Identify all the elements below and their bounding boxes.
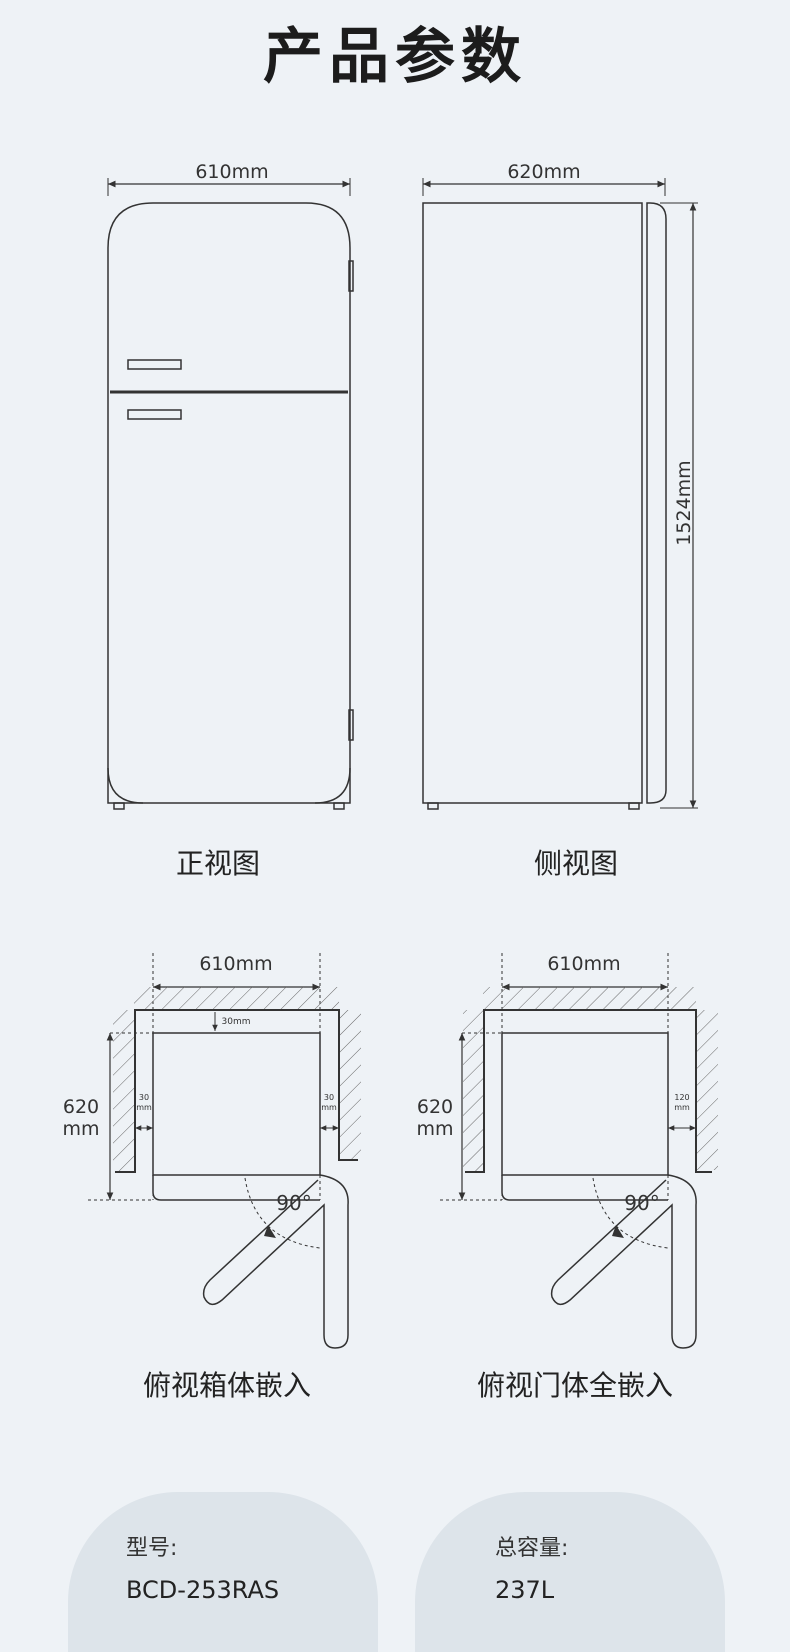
spec-capacity-value: 237L <box>495 1576 555 1604</box>
fridge-side-body <box>422 202 643 804</box>
side-height-label: 1524mm <box>673 460 695 545</box>
spec-card-model: 型号: BCD-253RAS <box>68 1492 378 1652</box>
cabinet-angle-label: 90° <box>276 1191 311 1215</box>
full-embed-caption: 俯视门体全嵌入 <box>476 1369 673 1402</box>
spec-capacity-label: 总容量: <box>495 1536 569 1561</box>
upper-door-handle <box>127 359 182 370</box>
spec-model-value: BCD-253RAS <box>126 1576 280 1604</box>
dimension-drawings: 610mm 620mm 1524mm 610mm 30mm <box>62 161 718 1349</box>
full-niche-outline <box>465 1009 712 1173</box>
lower-door-handle <box>127 409 182 420</box>
cabinet-niche-outline <box>115 1009 358 1173</box>
lower-hinge <box>348 709 354 741</box>
fridge-front-body <box>107 202 351 804</box>
top-full-embed-drawing <box>440 953 718 1349</box>
front-foot-right <box>333 802 345 810</box>
cabinet-embed-caption: 俯视箱体嵌入 <box>142 1369 311 1402</box>
front-width-label: 610mm <box>195 161 268 183</box>
full-angle-label: 90° <box>624 1191 659 1215</box>
fridge-top-body <box>152 1032 321 1176</box>
fridge-top-body-full <box>501 1032 669 1176</box>
side-depth-label: 620mm <box>507 161 580 183</box>
spec-card-capacity: 总容量: 237L <box>415 1492 725 1652</box>
door-open-outline-full <box>550 1174 697 1349</box>
door-open-outline <box>202 1174 349 1349</box>
front-view-drawing <box>107 178 354 810</box>
upper-hinge <box>348 260 354 292</box>
spec-model-label: 型号: <box>126 1536 178 1561</box>
front-foot-left <box>113 802 125 810</box>
full-width-label: 610mm <box>547 953 620 975</box>
page-title: 产品参数 <box>263 22 527 92</box>
fridge-side-door <box>646 202 667 804</box>
cabinet-top-gap-label: 30mm <box>222 1017 251 1027</box>
cabinet-width-label: 610mm <box>199 953 272 975</box>
top-cabinet-embed-drawing <box>88 953 361 1349</box>
door-closed-outline <box>152 1175 320 1201</box>
side-view-drawing <box>422 178 698 810</box>
front-view-caption: 正视图 <box>175 847 260 880</box>
side-view-caption: 侧视图 <box>533 847 618 880</box>
